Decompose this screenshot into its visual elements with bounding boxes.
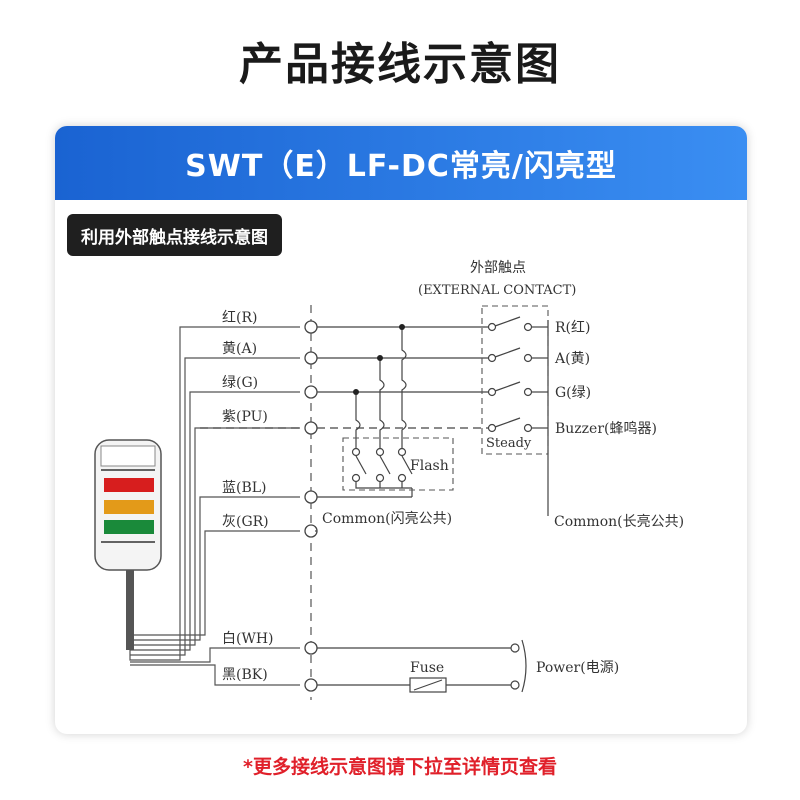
- power-terminals: [510, 643, 520, 690]
- flash-box: [342, 437, 454, 491]
- right-label-r: R(红): [555, 320, 590, 336]
- external-contact-cn: 外部触点: [470, 260, 526, 276]
- wire-label-amber: 黄(A): [222, 340, 257, 357]
- wiring-card: SWT（E）LF-DC常亮/闪亮型 利用外部触点接线示意图: [55, 126, 747, 734]
- diagram-tag: 利用外部触点接线示意图: [67, 214, 282, 256]
- common-flash-label: Common(闪亮公共): [322, 510, 452, 527]
- wire-bundle: [129, 326, 300, 686]
- power-label: Power(电源): [536, 660, 619, 676]
- page-title: 产品接线示意图: [239, 39, 561, 90]
- external-contact-en: (EXTERNAL CONTACT): [418, 283, 576, 298]
- tower-light: [94, 439, 162, 650]
- junction-dots: [353, 324, 405, 395]
- card-header: SWT（E）LF-DC常亮/闪亮型: [55, 126, 747, 200]
- fuse-label: Fuse: [410, 660, 444, 676]
- wire-label-green: 绿(G): [222, 375, 258, 391]
- flash-switches: [351, 447, 413, 489]
- wire-label-black: 黑(BK): [222, 667, 268, 683]
- flash-label: Flash: [410, 458, 449, 474]
- wire-label-gray: 灰(GR): [222, 514, 269, 530]
- tower-red-layer: [104, 478, 154, 492]
- right-label-buzzer: Buzzer(蜂鸣器): [555, 420, 657, 437]
- tower-green-layer: [104, 520, 154, 534]
- wire-label-white: 白(WH): [222, 631, 274, 647]
- right-lines: [532, 320, 549, 516]
- right-label-g: G(绿): [555, 385, 591, 401]
- steady-switches: [487, 316, 533, 433]
- tower-amber-layer: [104, 500, 154, 514]
- common-steady-label: Common(长亮公共): [554, 513, 684, 530]
- wire-label-blue: 蓝(BL): [222, 480, 267, 496]
- footer-note: *更多接线示意图请下拉至详情页查看: [243, 756, 557, 778]
- wire-label-red: 红(R): [222, 310, 257, 326]
- wire-label-purple: 紫(PU): [222, 409, 268, 425]
- flash-branches: [355, 327, 407, 448]
- steady-label: Steady: [486, 436, 532, 451]
- right-label-a: A(黄): [554, 350, 590, 367]
